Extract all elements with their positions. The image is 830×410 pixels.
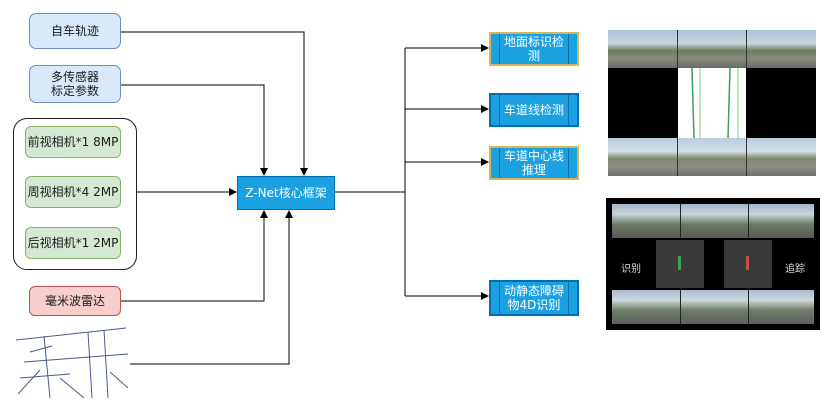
camera-strip-divider-4 xyxy=(746,138,747,176)
camera-strip-divider-2 xyxy=(746,30,747,68)
surround-camera-box: 周视相机*4 2MP xyxy=(25,176,121,208)
detected-object-green xyxy=(678,256,681,270)
radar-box: 毫米波雷达 xyxy=(29,286,121,316)
bev-lane-view xyxy=(678,67,746,139)
rear-camera-box: 后视相机*1 2MP xyxy=(25,227,121,259)
bev-detection-right xyxy=(724,240,772,288)
tracking-divider-2 xyxy=(748,204,749,238)
front-camera-label: 前视相机*1 8MP xyxy=(27,135,119,149)
tracking-strip-bottom xyxy=(612,290,814,324)
sensor-calibration-box: 多传感器 标定参数 xyxy=(29,65,121,103)
core-framework-label: Z-Net核心框架 xyxy=(245,186,327,200)
bev-lane-lines xyxy=(691,67,739,139)
lane-detection-image xyxy=(608,30,816,176)
tracking-strip-top xyxy=(612,204,814,238)
bev-detection-left xyxy=(656,240,704,288)
detection-tracking-image: 识别 追踪 xyxy=(606,198,820,330)
edge-trajectory-core xyxy=(121,31,308,176)
rear-camera-label: 后视相机*1 2MP xyxy=(27,236,119,250)
lane-center-label: 车道中心线 推理 xyxy=(503,149,564,177)
tracking-divider-1 xyxy=(680,204,681,238)
edge-radar-core xyxy=(121,210,268,302)
lane-line-label: 车道线检测 xyxy=(503,103,564,117)
ego-trajectory-label: 自车轨迹 xyxy=(50,24,99,38)
radar-label: 毫米波雷达 xyxy=(44,294,105,308)
recognition-label: 识别 xyxy=(621,264,641,275)
lane-center-box: 车道中心线 推理 xyxy=(489,146,579,180)
ground-marking-box: 地面标识检 测 xyxy=(489,32,579,66)
obstacle-4d-box: 动静态障碍 物4D识别 xyxy=(489,280,579,316)
tracking-divider-4 xyxy=(748,290,749,324)
road-map-sketch xyxy=(15,327,129,399)
camera-strip-bottom xyxy=(608,138,816,176)
edge-map-core xyxy=(130,210,293,365)
camera-strip-top xyxy=(608,30,816,68)
ego-trajectory-box: 自车轨迹 xyxy=(29,13,121,49)
camera-strip-divider-1 xyxy=(677,30,678,68)
lane-line-box: 车道线检测 xyxy=(489,93,579,127)
surround-camera-label: 周视相机*4 2MP xyxy=(27,185,119,199)
edge-calibration-core xyxy=(121,84,268,176)
sensor-calibration-label: 多传感器 标定参数 xyxy=(50,70,99,98)
tracked-object-red xyxy=(746,256,749,270)
tracking-divider-3 xyxy=(680,290,681,324)
camera-strip-divider-3 xyxy=(677,138,678,176)
core-framework-box: Z-Net核心框架 xyxy=(237,176,335,210)
front-camera-box: 前视相机*1 8MP xyxy=(25,126,121,158)
obstacle-4d-label: 动静态障碍 物4D识别 xyxy=(503,284,564,312)
tracking-label: 追踪 xyxy=(785,264,805,275)
ground-marking-label: 地面标识检 测 xyxy=(503,35,564,63)
